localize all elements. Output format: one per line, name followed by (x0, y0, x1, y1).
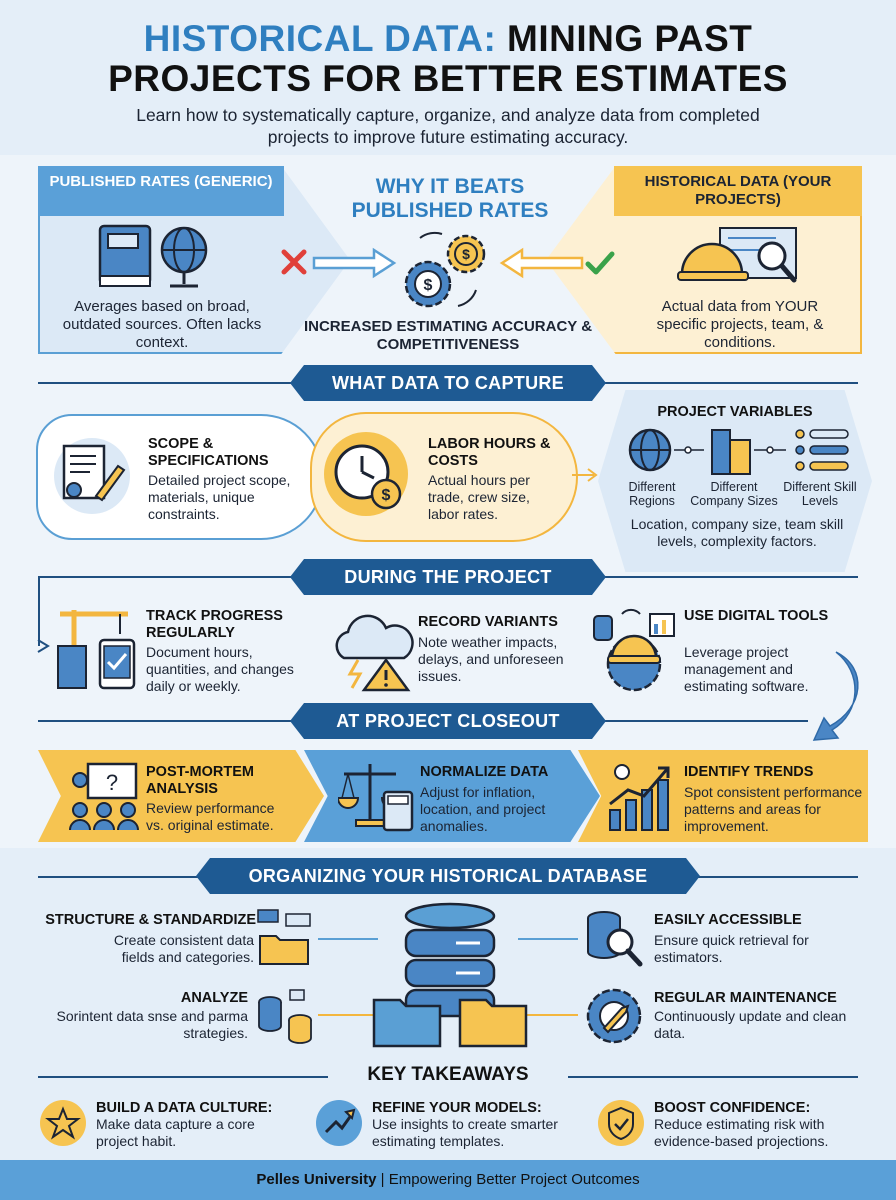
page-title-line2: PROJECTS FOR BETTER ESTIMATES (108, 58, 788, 99)
organizing-banner: ORGANIZING YOUR HISTORICAL DATABASE (196, 858, 700, 894)
labor-text: Actual hours per trade, crew size, labor… (428, 472, 530, 522)
published-rates-title: PUBLISHED RATES (GENERIC) (38, 166, 284, 216)
postmortem-text: Review performance vs. original estimate… (146, 800, 275, 833)
page-subtitle: Learn how to systematically capture, org… (136, 105, 760, 147)
check-arrow-icon (499, 247, 615, 279)
footer: Pelles University | Empowering Better Pr… (0, 1160, 896, 1200)
analyze-text: Sorintent data snse and parma strategies… (56, 1008, 248, 1041)
takeaway-culture-text: Make data capture a core project habit. (96, 1116, 255, 1149)
variable-regions: Different Regions (628, 480, 676, 508)
scope-title: SCOPE & SPECIFICATIONS (148, 436, 269, 469)
structure-title: STRUCTURE & STANDARDIZE (45, 912, 256, 928)
gears-icon: $ $ (404, 231, 486, 308)
flow-line (38, 576, 40, 646)
record-variants-text: Note weather impacts, delays, and unfore… (418, 634, 564, 684)
trend-arrow-icon (316, 1100, 362, 1146)
digital-tools-icon (593, 608, 675, 692)
svg-text:$: $ (382, 487, 391, 504)
variables-panel (598, 390, 872, 572)
record-variants-title: RECORD VARIANTS (418, 614, 558, 630)
curved-arrow-icon (812, 651, 859, 741)
track-progress-title: TRACK PROGRESS REGULARLY (146, 608, 283, 641)
title-dark-part: MINING PAST (507, 18, 753, 59)
digital-tools-title: USE DIGITAL TOOLS (684, 608, 829, 624)
historical-data-title: HISTORICAL DATA (YOUR PROJECTS) (614, 166, 862, 216)
svg-text:$: $ (424, 277, 433, 294)
title-blue-part: HISTORICAL DATA: (143, 18, 497, 59)
divider (38, 1076, 328, 1078)
arrow-right-small-icon (37, 639, 50, 653)
normalize-text: Adjust for inflation, location, and proj… (420, 784, 546, 834)
document-pencil-icon (54, 438, 130, 514)
takeaway-models-title: REFINE YOUR MODELS: (372, 1100, 542, 1116)
takeaway-confidence-text: Reduce estimating risk with evidence-bas… (654, 1116, 829, 1149)
footer-tagline: Empowering Better Project Outcomes (388, 1171, 640, 1188)
variables-title: PROJECT VARIABLES (657, 404, 813, 420)
presentation-team-icon: ? (69, 762, 139, 831)
connector (518, 938, 578, 940)
published-rates-text: Averages based on broad, outdated source… (62, 298, 262, 351)
cloud-warning-icon (335, 614, 414, 692)
shield-check-icon (598, 1100, 644, 1146)
takeaway-confidence-title: BOOST CONFIDENCE: (654, 1100, 811, 1116)
star-icon (40, 1100, 86, 1146)
why-result: INCREASED ESTIMATING ACCURACY & COMPETIT… (303, 318, 593, 353)
crane-tablet-icon (57, 610, 136, 690)
accessible-text: Ensure quick retrieval for estimators. (654, 932, 809, 965)
gear-wrench-icon (586, 988, 642, 1044)
footer-separator: | (380, 1171, 385, 1188)
clock-dollar-icon: $ (324, 432, 408, 516)
divider (568, 1076, 858, 1078)
connector (318, 938, 378, 940)
closeout-banner: AT PROJECT CLOSEOUT (290, 703, 606, 739)
track-progress-text: Document hours, quantities, and changes … (146, 644, 294, 694)
why-title: WHY IT BEATS PUBLISHED RATES (351, 175, 549, 222)
takeaway-models-text: Use insights to create smarter estimatin… (372, 1116, 558, 1149)
maintenance-title: REGULAR MAINTENANCE (654, 990, 837, 1006)
arrow-right-icon (572, 468, 598, 482)
postmortem-title: POST-MORTEM ANALYSIS (146, 764, 254, 797)
scale-calculator-icon (338, 764, 414, 832)
digital-tools-text: Leverage project management and estimati… (684, 644, 809, 694)
variables-icons (628, 428, 849, 475)
connector (518, 1014, 578, 1016)
hardhat-blueprint-icon (677, 227, 797, 283)
variable-skill-levels: Different Skill Levels (783, 480, 857, 508)
normalize-title: NORMALIZE DATA (420, 764, 549, 780)
trend-chart-icon (609, 764, 670, 831)
scope-text: Detailed project scope, materials, uniqu… (148, 472, 291, 522)
variable-company-sizes: Different Company Sizes (690, 480, 778, 508)
database-flow-icon (258, 989, 312, 1044)
historical-data-text: Actual data from YOUR specific projects,… (656, 298, 824, 351)
capture-banner: WHAT DATA TO CAPTURE (290, 365, 606, 401)
footer-brand: Pelles University (256, 1171, 377, 1188)
book-globe-icon (98, 224, 208, 288)
svg-text:$: $ (462, 246, 470, 262)
maintenance-text: Continuously update and clean data. (654, 1008, 847, 1041)
svg-text:?: ? (106, 770, 118, 795)
accessible-title: EASILY ACCESSIBLE (654, 912, 802, 928)
database-folders-icon (372, 902, 528, 1048)
variables-text: Location, company size, team skill level… (630, 516, 844, 549)
analyze-title: ANALYZE (180, 990, 248, 1006)
takeaway-culture-title: BUILD A DATA CULTURE: (96, 1100, 273, 1116)
trends-title: IDENTIFY TRENDS (684, 764, 814, 780)
x-arrow-icon (281, 247, 397, 279)
labor-title: LABOR HOURS & COSTS (428, 436, 551, 469)
header-background (0, 0, 896, 155)
database-search-icon (587, 911, 643, 967)
page-title-line1: HISTORICAL DATA: MINING PAST (0, 18, 896, 60)
during-banner: DURING THE PROJECT (290, 559, 606, 595)
trends-text: Spot consistent performance patterns and… (684, 784, 863, 834)
structure-text: Create consistent data fields and catego… (113, 932, 254, 965)
connector (318, 1014, 378, 1016)
folder-forms-icon (257, 909, 311, 965)
takeaways-title: KEY TAKEAWAYS (367, 1064, 529, 1085)
